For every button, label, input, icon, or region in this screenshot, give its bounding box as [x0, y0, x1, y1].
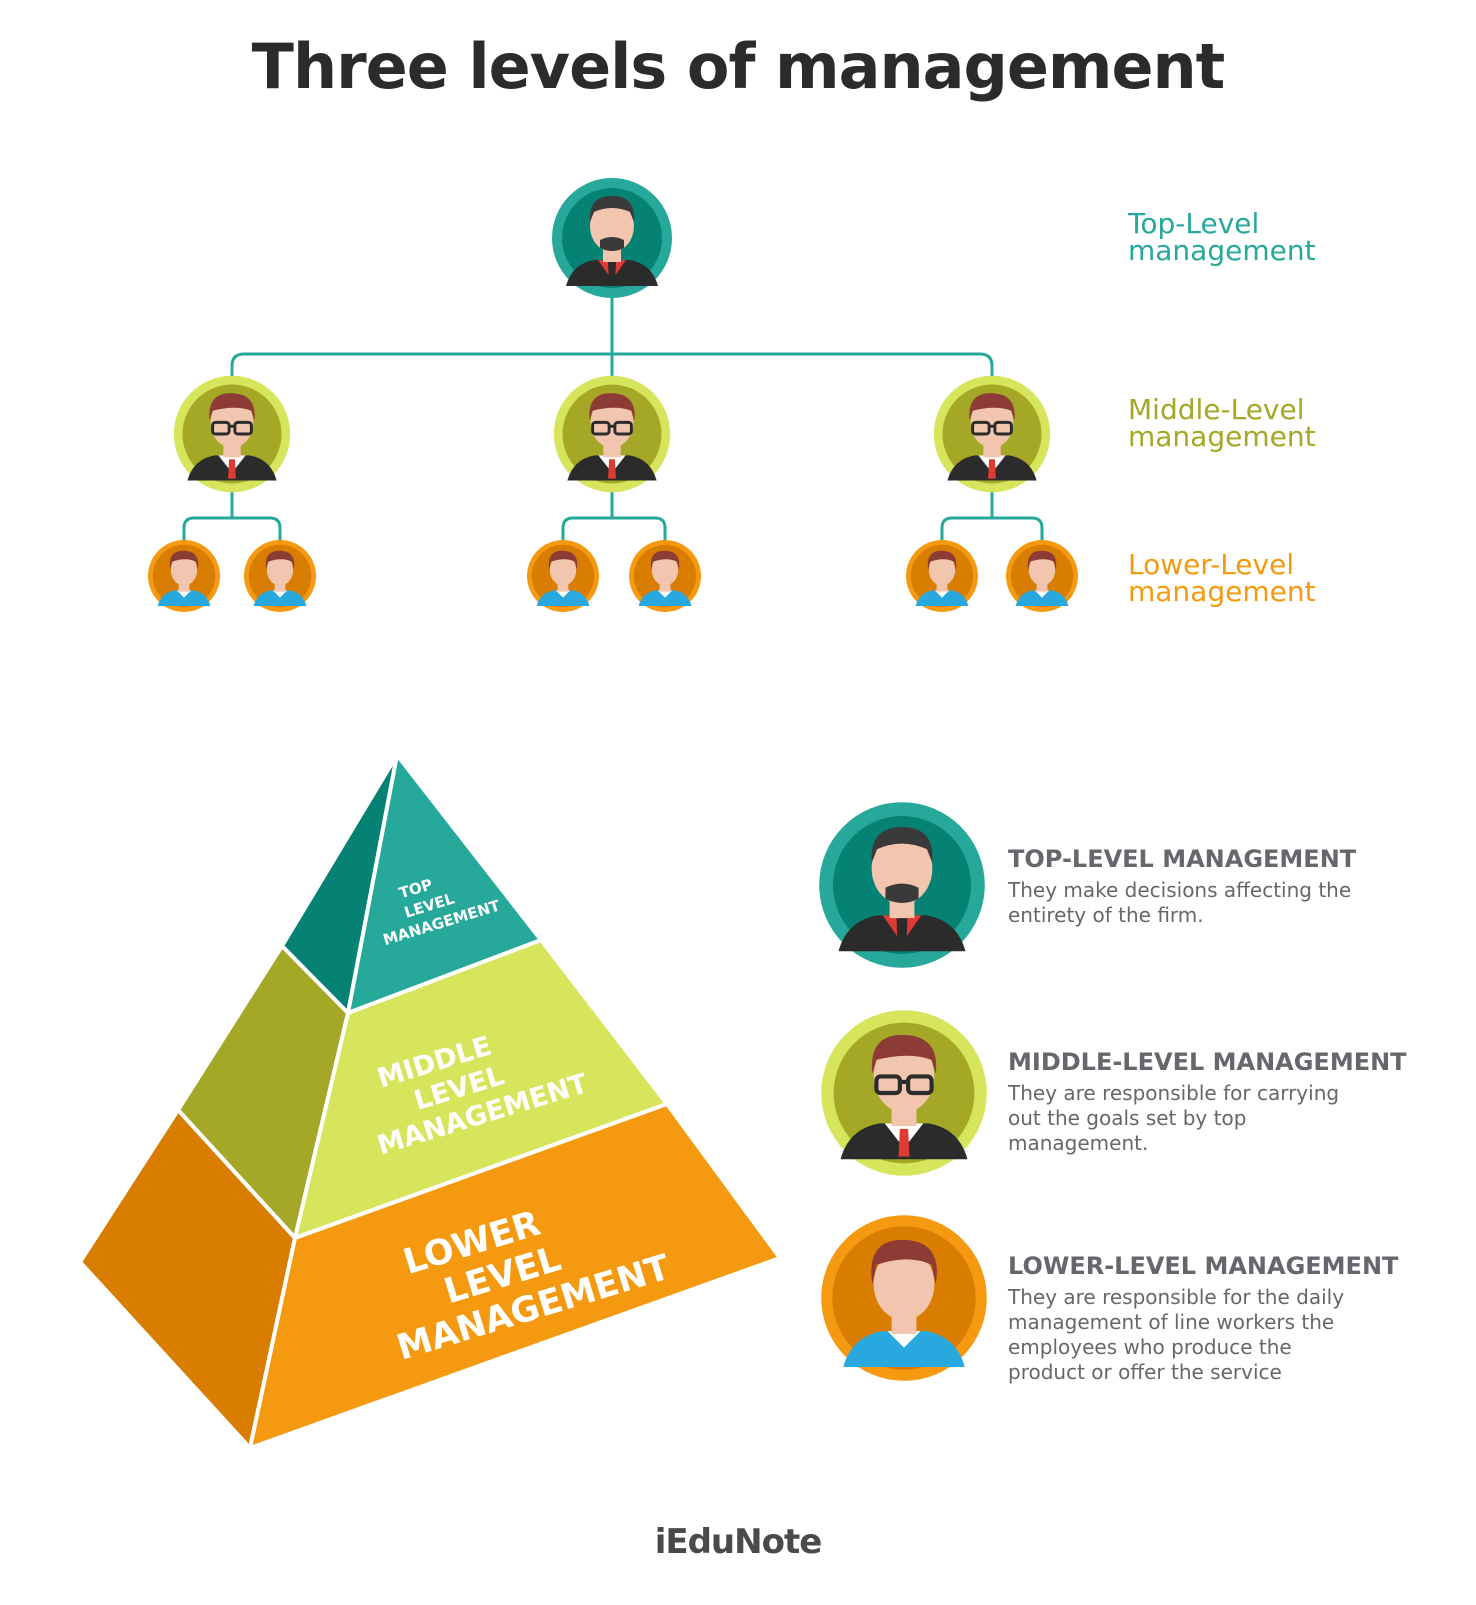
- lower-manager-avatar-icon: [629, 540, 701, 612]
- lower-manager-avatar-icon: [906, 540, 978, 612]
- lower-manager-avatar-icon: [1006, 540, 1078, 612]
- top-level-avatar-icon: [819, 802, 985, 968]
- lower-level-avatar-icon: [821, 1215, 987, 1381]
- middle-manager-avatar-icon: [932, 374, 1052, 494]
- management-pyramid: [78, 753, 782, 1450]
- lower-level-description: They are responsible for the daily manag…: [1008, 1285, 1345, 1384]
- top-manager-avatar-icon: [552, 178, 672, 298]
- lower-manager-avatar-icon: [527, 540, 599, 612]
- middle-level-description: They are responsible for carrying out th…: [1008, 1081, 1340, 1155]
- middle-manager-avatar-icon: [172, 374, 292, 494]
- brand-logo: iEduNote: [654, 1522, 823, 1562]
- page-title: Three levels of management: [251, 30, 1226, 103]
- top-level-description: They make decisions affecting the entire…: [1008, 878, 1352, 927]
- middle-manager-avatar-icon: [552, 374, 672, 494]
- lower-manager-avatar-icon: [244, 540, 316, 612]
- top-level-heading: TOP-LEVEL MANAGEMENT: [1008, 845, 1357, 873]
- lower-level-heading: LOWER-LEVEL MANAGEMENT: [1008, 1252, 1399, 1280]
- lower-manager-avatar-icon: [148, 540, 220, 612]
- org-connectors: [182, 296, 1044, 540]
- middle-level-avatar-icon: [821, 1010, 987, 1176]
- pyramid-lower-front: [248, 1102, 782, 1450]
- middle-level-heading: MIDDLE-LEVEL MANAGEMENT: [1008, 1048, 1407, 1076]
